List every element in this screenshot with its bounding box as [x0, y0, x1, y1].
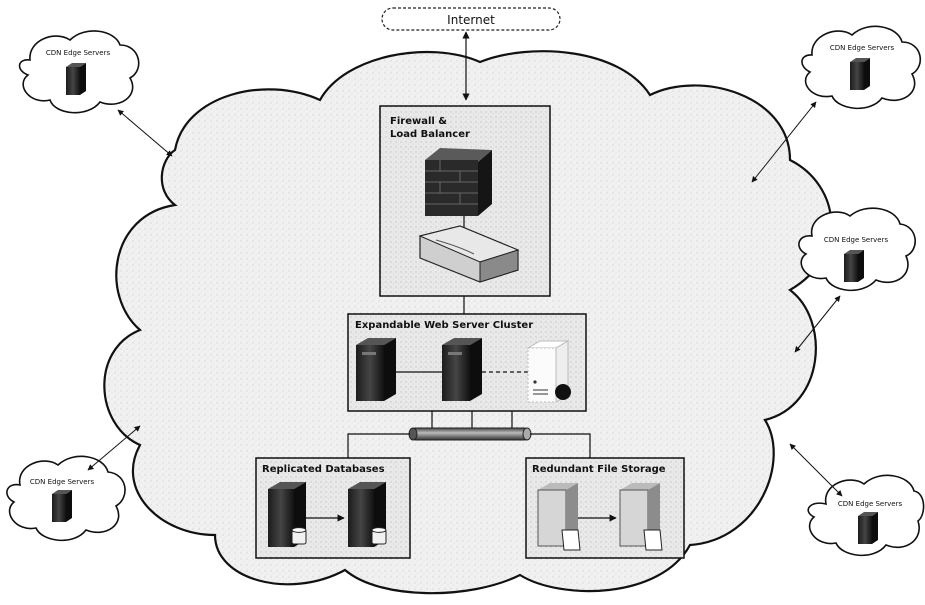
firewall-load-balancer-box: Firewall & Load Balancer [379, 105, 551, 297]
cdn-link-bottom-left [87, 425, 141, 471]
cdn-cloud-top-left: CDN Edge Servers [18, 30, 140, 114]
cdn-link-top-right [751, 101, 817, 183]
cdn-cloud-bottom-right: CDN Edge Servers [807, 474, 925, 557]
firewall-icon [425, 148, 492, 216]
cdn-label: CDN Edge Servers [46, 49, 111, 57]
cdn-label: CDN Edge Servers [824, 236, 889, 244]
cdn-server-icon [52, 490, 72, 522]
web-server-icon [356, 338, 396, 401]
file-storage-server-icon [619, 483, 663, 551]
web-server-icon [442, 338, 482, 401]
cluster-label: Expandable Web Server Cluster [355, 320, 533, 331]
internet-label: Internet [447, 13, 495, 27]
internet-node: Internet [381, 7, 561, 31]
bus-branch-links [347, 433, 591, 460]
redundant-file-storage-box: Redundant File Storage [525, 457, 685, 559]
cdn-label: CDN Edge Servers [838, 500, 903, 508]
cluster-bus-links [431, 411, 513, 428]
databases-label: Replicated Databases [262, 464, 385, 475]
cdn-server-icon [844, 250, 864, 282]
database-server-icon [348, 482, 387, 547]
storage-label: Redundant File Storage [532, 464, 666, 475]
cdn-server-icon [850, 58, 870, 90]
cdn-link-top-left [117, 109, 173, 157]
cdn-cloud-bottom-left: CDN Edge Servers [6, 455, 126, 542]
cdn-cloud-top-right: CDN Edge Servers [801, 25, 922, 110]
placeholder-server-icon [526, 340, 571, 403]
cdn-server-icon [66, 63, 86, 95]
cdn-label: CDN Edge Servers [30, 478, 95, 486]
cdn-link-mid-right [794, 295, 841, 353]
replicated-databases-box: Replicated Databases [255, 457, 411, 559]
web-server-cluster-box: Expandable Web Server Cluster [347, 313, 587, 412]
database-server-icon [268, 482, 307, 547]
firewall-label-line1: Firewall & [390, 116, 447, 127]
firewall-label-line2: Load Balancer [390, 129, 470, 140]
cdn-label: CDN Edge Servers [830, 44, 895, 52]
cdn-server-icon [858, 512, 878, 544]
cdn-link-bottom-right [789, 443, 843, 497]
file-storage-server-icon [537, 483, 581, 551]
load-balancer-icon [418, 225, 520, 283]
cdn-cloud-mid-right: CDN Edge Servers [798, 207, 916, 292]
network-bus [408, 427, 532, 441]
